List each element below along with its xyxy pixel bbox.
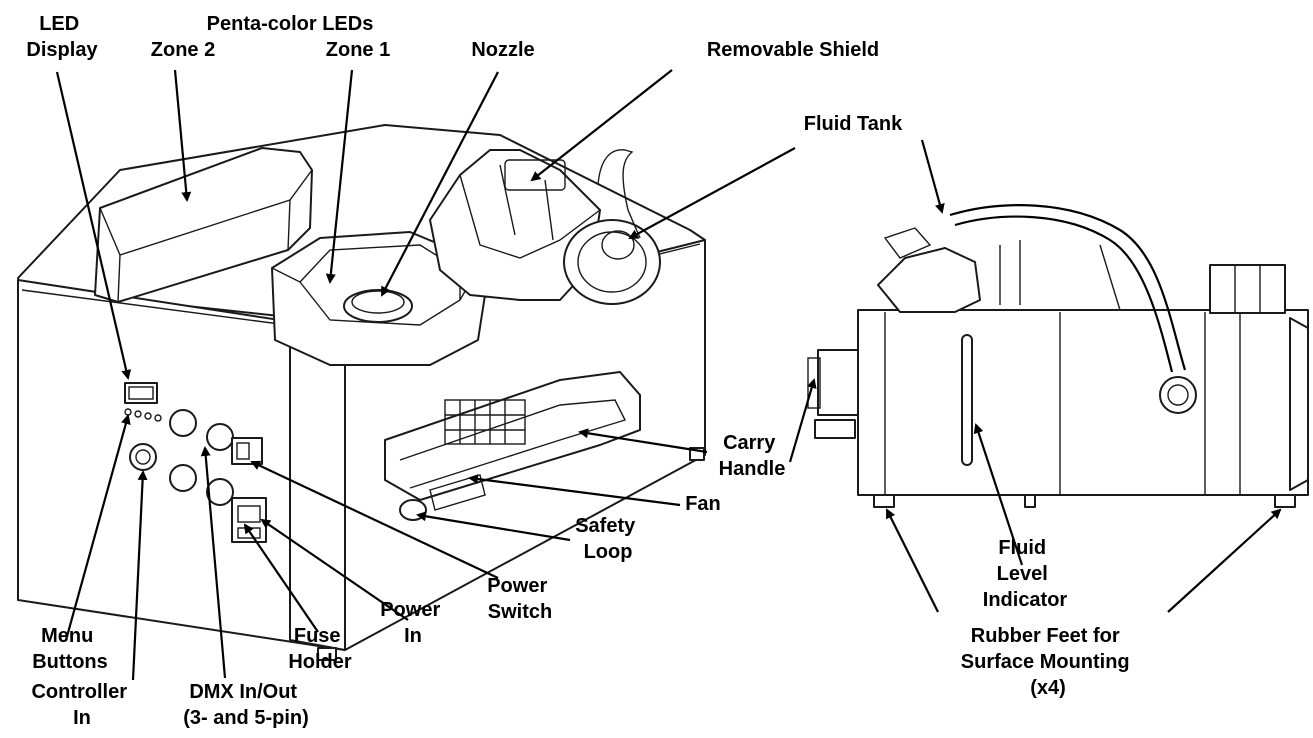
leader-rubber-feet-right [1167,508,1282,613]
label-power-switch: Power Switch [487,575,553,623]
label-safety-loop: Safety Loop [575,515,641,563]
leader-fan [468,474,681,507]
leader-power-in [260,518,409,621]
label-menu-buttons: Menu Buttons [32,625,108,673]
label-rubber-feet: Rubber Feet for Surface Mounting (x4) [961,625,1135,699]
leader-carry-handle-left [578,428,708,454]
leader-fluid-tank-left [628,147,796,239]
side-tube-end [1159,376,1197,414]
label-nozzle: Nozzle [471,39,534,61]
leader-menu-buttons [64,414,131,641]
chamfer-corner [289,321,346,651]
dmx-in-3pin [169,409,197,437]
leader-zone-1 [325,69,354,284]
leader-nozzle [381,71,499,297]
led-display [124,382,158,404]
leader-dmx [200,446,227,679]
leader-power-switch [250,460,499,579]
label-fluid-level: Fluid Level Indicator [983,537,1068,611]
label-dmx: DMX In/Out (3- and 5-pin) [183,681,309,729]
side-tank-cap [877,247,981,313]
side-shield-block [1209,264,1286,314]
side-body [857,309,1309,496]
leader-fuse-holder [243,523,319,633]
controller-in-port [129,443,157,471]
side-handle-block [817,349,859,416]
dmx-out-5pin [206,478,234,506]
label-controller-in: Controller In [31,681,132,729]
dmx-out-3pin [206,423,234,451]
fluid-level-window [961,334,973,466]
leader-fluid-tank-right [920,139,945,214]
foot-front [317,647,337,661]
leader-safety-loop [416,511,571,542]
label-fan: Fan [685,493,721,515]
leader-led-display [55,71,132,380]
label-led-display: LED Display [26,13,98,61]
leader-lines [55,69,1282,681]
fan-grille [429,399,526,511]
leader-fluid-level [973,423,1024,566]
machine-isometric-view [17,124,706,661]
power-in-socket [231,497,267,543]
leader-zone-2 [173,69,192,202]
side-foot-left [873,494,895,508]
label-carry-handle: Carry Handle [719,432,786,480]
side-end-cap [1289,317,1309,491]
leader-carry-handle-right [788,378,817,463]
label-fluid-tank: Fluid Tank [804,113,903,135]
label-penta-color: Penta-color LEDs [207,13,374,35]
zone-2-led-tray [94,147,313,303]
nozzle-ring [343,289,413,323]
label-fuse-holder: Fuse Holder [288,625,352,673]
leader-rubber-feet-left [886,508,939,613]
label-power-in: Power In [380,599,446,647]
labels: LED Display Penta-color LEDs Zone 2 Zone… [26,13,1135,729]
label-removable-shield: Removable Shield [707,39,879,61]
machine-side-view [807,204,1309,508]
side-foot-mid [1024,494,1036,508]
dmx-in-5pin [169,464,197,492]
safety-loop [399,499,427,521]
side-foot-right [1274,494,1296,508]
label-zone-1: Zone 1 [326,39,390,61]
leader-controller-in [131,470,148,681]
leader-removable-shield [530,69,673,182]
label-zone-2: Zone 2 [151,39,215,61]
